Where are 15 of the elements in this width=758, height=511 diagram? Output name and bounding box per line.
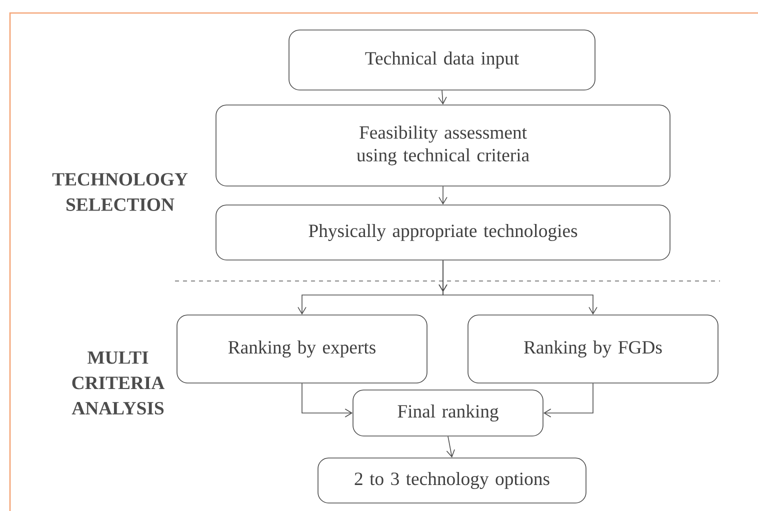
section-label: TECHNOLOGY SELECTION [52,173,188,211]
arrow [438,90,447,105]
arrow [438,186,448,205]
arrow [302,383,353,418]
process-box: 2 to 3 technology options [318,458,586,504]
arrow [438,260,598,315]
section-label: MULTI CRITERIA ANALYSIS [72,351,165,415]
process-box: Feasibility assessment using technical criteria [216,104,670,186]
arrow [543,383,594,418]
process-box: Technical data input [288,30,596,90]
process-box: Physically appropriate technologies [216,204,670,260]
arrow [446,436,455,458]
process-box: Final ranking [352,390,544,436]
process-box: Ranking by FGDs [468,314,718,384]
process-box: Ranking by experts [176,314,428,384]
